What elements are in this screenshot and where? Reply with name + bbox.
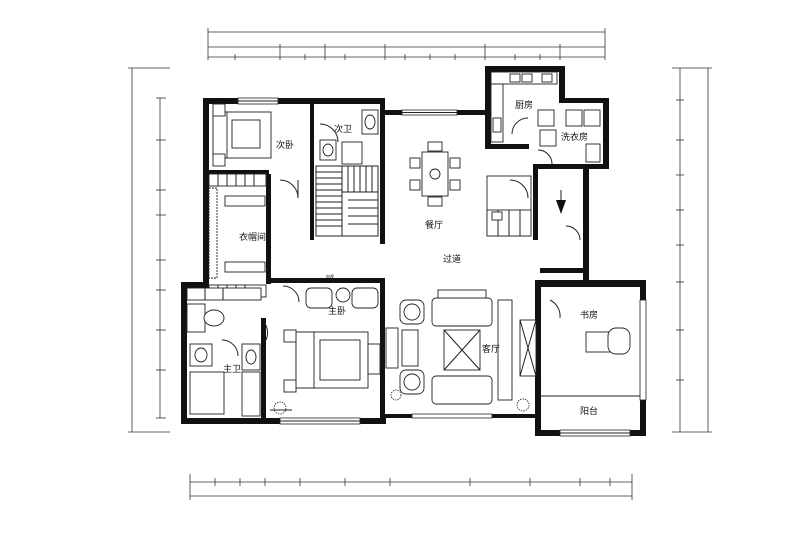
room-label-master-bedroom: 主卧 xyxy=(328,305,346,317)
laundry-fixtures xyxy=(537,109,601,165)
room-label-kitchen: 厨房 xyxy=(515,99,533,111)
top-dimension-lines xyxy=(207,28,606,60)
dining-table xyxy=(409,141,461,207)
windows xyxy=(237,97,647,437)
living-room-furniture xyxy=(385,289,513,405)
plants xyxy=(273,389,530,415)
room-labels: 次卧 次卫 厨房 洗衣房 餐厅 衣帽间 过道 主卧 主卫 客厅 书房 阳台 电视 xyxy=(223,99,598,417)
second-bath-fixtures xyxy=(319,109,379,165)
master-bedroom-furniture xyxy=(270,285,381,411)
room-label-second-bath: 次卫 xyxy=(334,123,352,135)
room-label-corridor: 过道 xyxy=(443,253,461,265)
left-dimension-lines xyxy=(128,67,170,433)
right-dimension-lines xyxy=(672,67,712,433)
master-bath-fixtures xyxy=(186,287,269,417)
room-label-living: 客厅 xyxy=(482,343,500,355)
room-label-dining: 餐厅 xyxy=(425,219,443,231)
study-furniture xyxy=(519,299,640,397)
kitchen-fixtures xyxy=(490,71,558,143)
room-label-balcony: 阳台 xyxy=(580,405,598,417)
bottom-dimension-lines xyxy=(189,474,633,500)
room-label-walk-in-closet: 衣帽间 xyxy=(239,231,266,243)
tv-label: 电视 xyxy=(326,273,334,279)
staircase xyxy=(315,165,379,237)
room-label-laundry: 洗衣房 xyxy=(561,131,588,143)
room-label-second-bedroom: 次卧 xyxy=(276,139,294,151)
room-label-study: 书房 xyxy=(580,309,598,321)
entry-cabinets xyxy=(486,175,581,241)
second-bedroom-furniture xyxy=(212,103,299,199)
room-label-master-bath: 主卫 xyxy=(223,363,241,375)
walls xyxy=(181,66,646,436)
